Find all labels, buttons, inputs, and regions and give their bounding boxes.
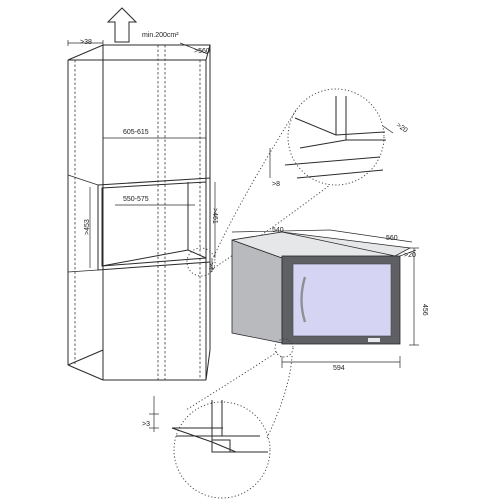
appliance-dimensions (231, 229, 419, 368)
brand-badge (368, 338, 380, 342)
unit-depth-label: 560 (386, 235, 398, 242)
inner-width-label: 605-615 (123, 129, 149, 136)
ventilation-arrow-icon (106, 7, 138, 43)
door-handle (300, 276, 307, 323)
unit-width-label: 594 (333, 365, 345, 372)
zoom-bottom-label: >8 (272, 181, 280, 188)
right-height-label: >461 (211, 208, 218, 224)
unit-top-width-label: 540 (272, 227, 284, 234)
detail-circle-bottom (149, 338, 294, 499)
tall-cabinet (67, 44, 211, 381)
small-gap-label: >4 (207, 262, 214, 270)
dimension-lines (67, 40, 216, 272)
niche-width-label: 550-575 (123, 196, 149, 203)
unit-side-label: >20 (404, 252, 416, 259)
arrow-note-label: min.200cm² (142, 32, 179, 39)
top-depth-label: >38 (80, 39, 92, 46)
zoom-side-label: >20 (395, 122, 409, 135)
detail-circle-top (186, 88, 394, 277)
top-right-depth-label: >560 (194, 48, 210, 55)
bottom-zoom-label: >3 (142, 421, 150, 428)
unit-height-label: 456 (421, 304, 428, 316)
glass-window (292, 263, 392, 337)
niche-height-label: >453 (84, 219, 91, 235)
appliance-unit (231, 231, 412, 345)
